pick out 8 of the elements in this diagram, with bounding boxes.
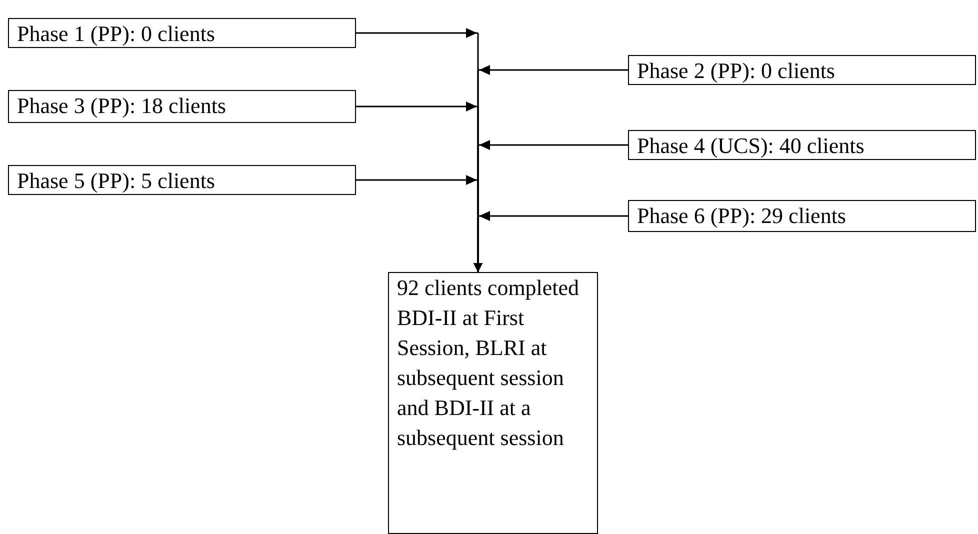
text-box: Phase 1 (PP): 0 clients — [8, 18, 356, 48]
arrow — [474, 211, 629, 273]
text-box: Phase 4 (UCS): 40 clients — [628, 130, 976, 160]
text-box: 92 clients completed BDI-II at First Session, BLRI at subsequent session and BDI-II at a subsequent session — [388, 272, 598, 534]
text-box: Phase 2 (PP): 0 clients — [628, 55, 976, 85]
text-box: Phase 5 (PP): 5 clients — [8, 165, 356, 195]
text-box: Phase 3 (PP): 18 clients — [8, 90, 356, 123]
text-box: Phase 6 (PP): 29 clients — [628, 200, 976, 232]
